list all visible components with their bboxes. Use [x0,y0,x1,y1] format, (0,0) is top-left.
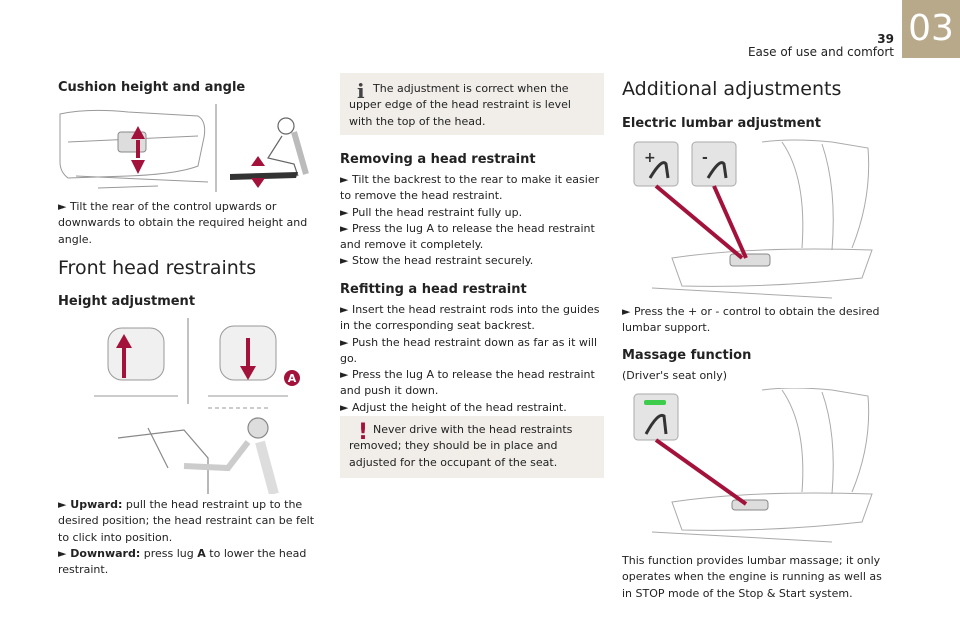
section-title-restraints: Front head restraints [58,257,257,279]
seated-person-drawing [267,117,309,177]
massage-description: This function provides lumbar massage; i… [622,554,882,600]
lumbar-plus-button-drawing [633,141,679,187]
warning-note: ! Never drive with the head restraints r… [340,416,604,478]
pointer-line-minus [712,185,748,259]
massage-figure [633,388,873,543]
down-arrow-headrest [240,338,256,380]
up-down-arrow [131,126,145,174]
seat-drawing [651,139,873,299]
chapter-tab: 03 [902,0,960,58]
downward-lug: A [197,546,206,560]
info-note-text: The adjustment is correct when the upper… [349,82,571,128]
removing-steps: ► Tilt the backrest to the rear to make … [340,172,604,270]
lumbar-minus-button-drawing [691,141,737,187]
removing-step: ► Stow the head restraint securely. [340,254,534,268]
plus-seat-icon [648,161,670,179]
massage-heading: Massage function [622,348,752,363]
minus-seat-icon [706,161,728,179]
info-note: i The adjustment is correct when the upp… [340,73,604,135]
downward-label: ► Downward: [58,546,141,560]
section-title: Ease of use and comfort [747,45,894,59]
lumbar-switch-drawing [729,253,771,267]
minus-icon: - [702,150,708,166]
angle-arrow [251,156,265,188]
head-restraint-figure: A [94,318,300,494]
headrest-up-drawing [94,327,178,397]
page-number: 39 [877,32,894,46]
refitting-step: ► Adjust the height of the head restrain… [340,400,567,414]
massage-seat-icon [644,413,668,435]
removing-step: ► Tilt the backrest to the rear to make … [340,173,600,203]
massage-switch-drawing [731,499,769,511]
height-adjustment-heading: Height adjustment [58,294,196,309]
downward-text-a: press lug [140,546,198,560]
warning-note-text: Never drive with the head restraints rem… [349,423,573,469]
massage-led [644,400,666,405]
upward-text: pull the head restraint up to the desire… [58,498,315,544]
lumbar-figure: + - [633,139,873,299]
lug-a-marker [284,370,300,386]
section-title-additional: Additional adjustments [622,78,842,100]
refitting-step: ► Press the lug A to release the head re… [340,368,595,398]
height-instructions: ► Upward: pull the head restraint up to … [58,497,320,578]
downward-text-b: to lower the head restraint. [58,546,307,577]
lug-a-label: A [288,372,297,385]
massage-subtitle: (Driver's seat only) [622,369,727,382]
refitting-heading: Refitting a head restraint [340,282,527,297]
seat-cushion-shape [230,172,298,180]
upward-label: ► Upward: [58,498,123,511]
info-icon: i [357,79,365,103]
refitting-step: ► Insert the head restraint rods into th… [340,303,600,333]
warning-icon: ! [358,420,369,445]
cushion-heading: Cushion height and angle [58,80,246,95]
cushion-instruction: ► Tilt the rear of the control upwards o… [58,200,308,246]
up-arrow-headrest [116,334,132,378]
massage-seat-drawing [651,388,873,543]
lumbar-instruction: ► Press the + or - control to obtain the… [622,305,880,335]
lumbar-heading: Electric lumbar adjustment [622,116,822,131]
removing-step: ► Press the lug A to release the head re… [340,221,595,252]
driver-drawing [117,417,279,494]
cushion-figure [59,104,309,192]
removing-step: ► Pull the head restraint fully up. [340,205,523,219]
pointer-line-massage [654,438,748,506]
refitting-steps: ► Insert the head restraint rods into th… [340,302,604,416]
refitting-step: ► Push the head restraint down as far as… [340,335,598,365]
pointer-line-plus [654,184,744,260]
removing-heading: Removing a head restraint [340,152,536,167]
plus-icon: + [644,150,656,166]
